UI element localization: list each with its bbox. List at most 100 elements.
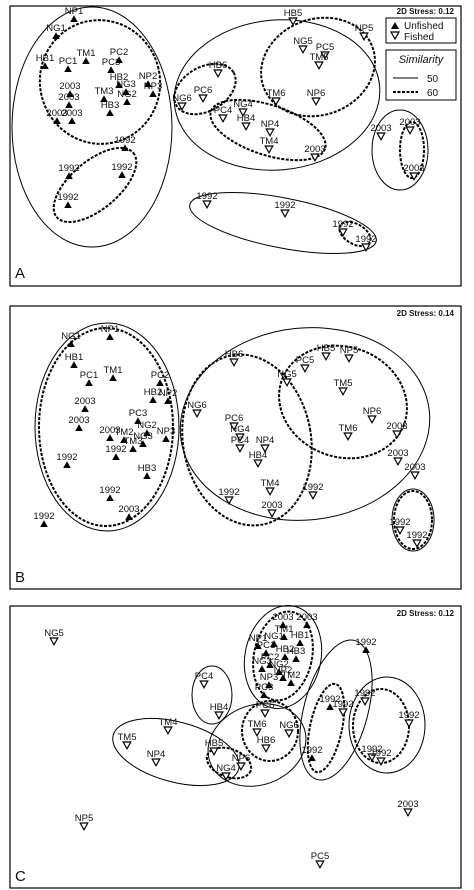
unfished-point (121, 144, 129, 151)
fished-point (271, 97, 281, 107)
unfished-point (65, 172, 73, 179)
panel-c-label: C (15, 868, 26, 885)
fished-point (392, 430, 402, 440)
point-label: NP4 (261, 119, 279, 130)
point-label: TM5 (310, 52, 329, 63)
point-label: 2003 (387, 448, 408, 459)
fished-point (151, 758, 161, 768)
unfished-point (266, 661, 274, 668)
fished-point (405, 126, 415, 136)
point-label: 2003 (74, 396, 95, 407)
point-label: HB4 (210, 702, 228, 713)
unfished-point (296, 639, 304, 646)
unfished-point (279, 621, 287, 628)
fished-point (79, 822, 89, 832)
unfished-point (106, 434, 114, 441)
hull-a-2003-50 (371, 109, 429, 191)
unfished-point (164, 397, 172, 404)
point-label: 1992 (218, 487, 239, 498)
fished-point (241, 122, 251, 132)
fished-point (311, 97, 321, 107)
unfished-point (144, 80, 152, 87)
point-label: 1992 (99, 485, 120, 496)
unfished-point (100, 95, 108, 102)
hull-b-small-60 (393, 490, 433, 550)
point-label: NP3 (260, 672, 278, 683)
point-label: 1992 (302, 482, 323, 493)
fished-point (265, 128, 275, 138)
point-label: HB5 (284, 8, 302, 19)
point-label: PC4 (195, 671, 213, 682)
hull-b-unfished-60 (38, 327, 174, 527)
unfished-point (118, 171, 126, 178)
fished-point (308, 491, 318, 501)
unfished-point (64, 201, 72, 208)
panel-c-stress: 2D Stress: 0.12 (397, 609, 455, 618)
fished-point (260, 709, 270, 719)
point-label: NG6 (279, 720, 299, 731)
fished-point (214, 711, 224, 721)
fished-point (260, 444, 270, 454)
unfished-point (65, 101, 73, 108)
point-label: NP3 (144, 81, 162, 92)
point-label: PC1 (80, 370, 98, 381)
fished-point (404, 719, 414, 729)
point-label: NP6 (232, 753, 250, 764)
point-label: 1992 (105, 444, 126, 455)
hull-c-pc4-50 (191, 665, 233, 725)
fished-point (163, 726, 173, 736)
point-label: PC2 (110, 47, 128, 58)
point-label: PC3 (102, 57, 120, 68)
legend: Unfished Fished Similarity 50 60 (385, 17, 457, 101)
point-label: HB3 (287, 646, 305, 657)
panel-b-frame (9, 305, 462, 590)
unfished-point (64, 65, 72, 72)
point-label: PC6 (256, 700, 274, 711)
fished-point (300, 364, 310, 374)
point-label: TM5 (118, 732, 137, 743)
point-label: HB3 (101, 100, 119, 111)
unfished-point (68, 117, 76, 124)
unfished-point (109, 374, 117, 381)
unfished-point (85, 379, 93, 386)
point-label: 2003 (58, 92, 79, 103)
point-label: HB1 (36, 53, 54, 64)
point-label: HB1 (291, 630, 309, 641)
unfished-point (287, 679, 295, 686)
point-label: 1992 (354, 688, 375, 699)
unfished-point (139, 440, 147, 447)
point-label: PC3 (129, 408, 147, 419)
point-label: 2003 (386, 421, 407, 432)
fished-point (367, 753, 377, 763)
point-label: NP5 (75, 813, 93, 824)
unfished-point (125, 513, 133, 520)
hull-a-fished-lower-60 (209, 98, 327, 162)
point-label: 2003 (304, 144, 325, 155)
point-label: HB1 (65, 352, 83, 363)
unfished-point (279, 674, 287, 681)
point-label: PC5 (311, 851, 329, 862)
point-label: 2003 (404, 462, 425, 473)
point-label: TM6 (248, 719, 267, 730)
point-label: TM1 (104, 365, 123, 376)
point-label: 1992 (196, 191, 217, 202)
point-label: 2003 (99, 425, 120, 436)
fished-point (288, 17, 298, 27)
fished-point (321, 352, 331, 362)
point-label: 2003 (68, 415, 89, 426)
point-label: HB5 (205, 738, 223, 749)
fished-point (376, 132, 386, 142)
fished-point (265, 487, 275, 497)
unfished-point (106, 494, 114, 501)
unfished-point (143, 472, 151, 479)
hull-c-mid-60 (241, 700, 299, 762)
fished-point (229, 358, 239, 368)
unfished-point (134, 417, 142, 424)
unfished-point (115, 81, 123, 88)
unfished-point (162, 435, 170, 442)
point-label: HB3 (138, 463, 156, 474)
hull-a-unfished-2003-60 (38, 19, 162, 145)
point-label: PC4 (214, 105, 232, 116)
unfished-point (149, 90, 157, 97)
